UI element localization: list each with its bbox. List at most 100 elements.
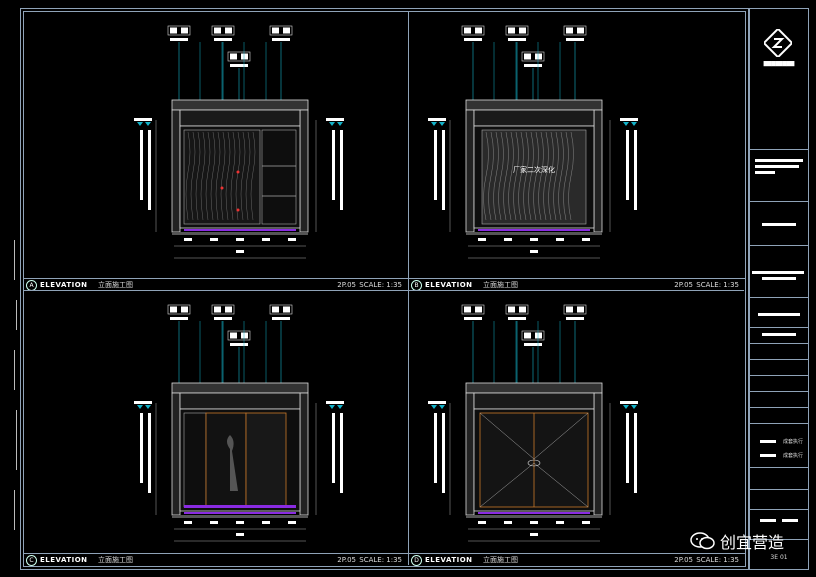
elevation-drawing-c [134, 304, 344, 542]
title-block-text-bar [755, 171, 775, 174]
callout-tag [461, 304, 485, 315]
callout-text-bar [566, 38, 584, 41]
level-arrow [145, 122, 151, 126]
callout-tag-fill [566, 27, 573, 34]
wood-grain [220, 131, 226, 221]
title-block-text-bar [755, 165, 799, 168]
callout-tag-fill [214, 306, 221, 313]
callout-text-bar [524, 343, 542, 346]
right-pilaster [299, 392, 309, 516]
callout-text-bar [464, 38, 482, 41]
elevation-label: ELEVATION [40, 556, 88, 564]
callout-text-bar [272, 317, 290, 320]
right-pilaster [299, 109, 309, 233]
art-texture [493, 131, 499, 221]
callout-tag-fill [464, 27, 471, 34]
callout-tag-fill [519, 27, 526, 34]
callout-text-bar [230, 64, 248, 67]
level-arrow [431, 405, 437, 409]
company-logo-text: ▇▇▇▇▇▇▇▇ [763, 61, 795, 67]
wood-grain [215, 131, 221, 221]
right-pilaster [593, 392, 603, 516]
watermark: 创宜营造 [690, 529, 784, 553]
ceiling-band [171, 99, 309, 111]
panel-id-badge: C [26, 555, 37, 566]
level-arrow [431, 122, 437, 126]
section-bar [332, 413, 335, 483]
center-label: 厂家二次深化 [513, 165, 555, 174]
header-panel [179, 392, 301, 410]
dimension-label [210, 521, 218, 524]
dimension-label [582, 521, 590, 524]
callout-tag-fill [181, 27, 188, 34]
title-block-text-bar [782, 519, 798, 522]
dimension-label [504, 521, 512, 524]
level-mark [142, 401, 152, 404]
callout-tag-fill [241, 332, 248, 339]
wood-grain [240, 131, 246, 221]
wechat-icon [690, 532, 715, 550]
level-arrow [439, 122, 445, 126]
marker-dot [236, 208, 240, 212]
art-texture [528, 131, 534, 221]
callout-tag [563, 304, 587, 315]
section-bar [442, 413, 445, 493]
elevation-label: ELEVATION [425, 281, 473, 289]
title-block-text-bar [760, 519, 776, 522]
right-pilaster [593, 109, 603, 233]
section-bar [634, 413, 637, 493]
title-block: ▇▇▇▇▇▇▇▇ 成套执行 成套执行 3E 01 [749, 8, 809, 570]
callout-tag [563, 25, 587, 36]
callout-tag [505, 25, 529, 36]
callout-tag-fill [170, 306, 177, 313]
callout-tag [211, 25, 235, 36]
panel-subtitle: 立面施工图 [98, 556, 133, 564]
callout-tag-fill [519, 306, 526, 313]
sheet-ref: 2P.05 [337, 556, 356, 564]
callout-tag-fill [181, 306, 188, 313]
dimension-label [262, 521, 270, 524]
dimension-label [504, 238, 512, 241]
art-texture [508, 131, 514, 221]
level-arrow [329, 122, 335, 126]
sheet-ref: 2P.05 [674, 556, 693, 564]
dimension-label [236, 521, 244, 524]
callout-tag-fill [283, 27, 290, 34]
dimension-label [530, 238, 538, 241]
scale-label: SCALE: 1:35 [359, 556, 402, 564]
level-arrow [137, 122, 143, 126]
callout-tag [167, 304, 191, 315]
callout-text-bar [170, 38, 188, 41]
level-arrow [145, 405, 151, 409]
callout-tag-fill [577, 27, 584, 34]
wood-grain [230, 131, 236, 221]
art-texture [488, 131, 494, 221]
level-arrow [137, 405, 143, 409]
section-bar [626, 130, 629, 200]
callout-tag-fill [524, 332, 531, 339]
callout-tag-fill [566, 306, 573, 313]
callout-text-bar [508, 38, 526, 41]
scale-label: SCALE: 1:35 [696, 281, 739, 289]
callout-text-bar [508, 317, 526, 320]
floor-line [172, 232, 308, 235]
marker-dot [236, 170, 240, 174]
title-block-text-bar [762, 223, 796, 226]
dimension-label [184, 521, 192, 524]
callout-tag-fill [283, 306, 290, 313]
callout-tag-fill [475, 27, 482, 34]
callout-tag-fill [535, 53, 542, 60]
dimension-label [288, 238, 296, 241]
level-arrow [337, 122, 343, 126]
dimension-label [556, 238, 564, 241]
level-mark [142, 118, 152, 121]
sheet-ref: 2P.05 [674, 281, 693, 289]
dimension-label [236, 533, 244, 536]
section-bar [634, 130, 637, 210]
dimension-label [556, 521, 564, 524]
wood-grain [195, 131, 201, 221]
callout-tag [521, 51, 545, 62]
wood-grain [210, 131, 216, 221]
art-texture [568, 131, 574, 221]
marker-dot [220, 186, 224, 190]
